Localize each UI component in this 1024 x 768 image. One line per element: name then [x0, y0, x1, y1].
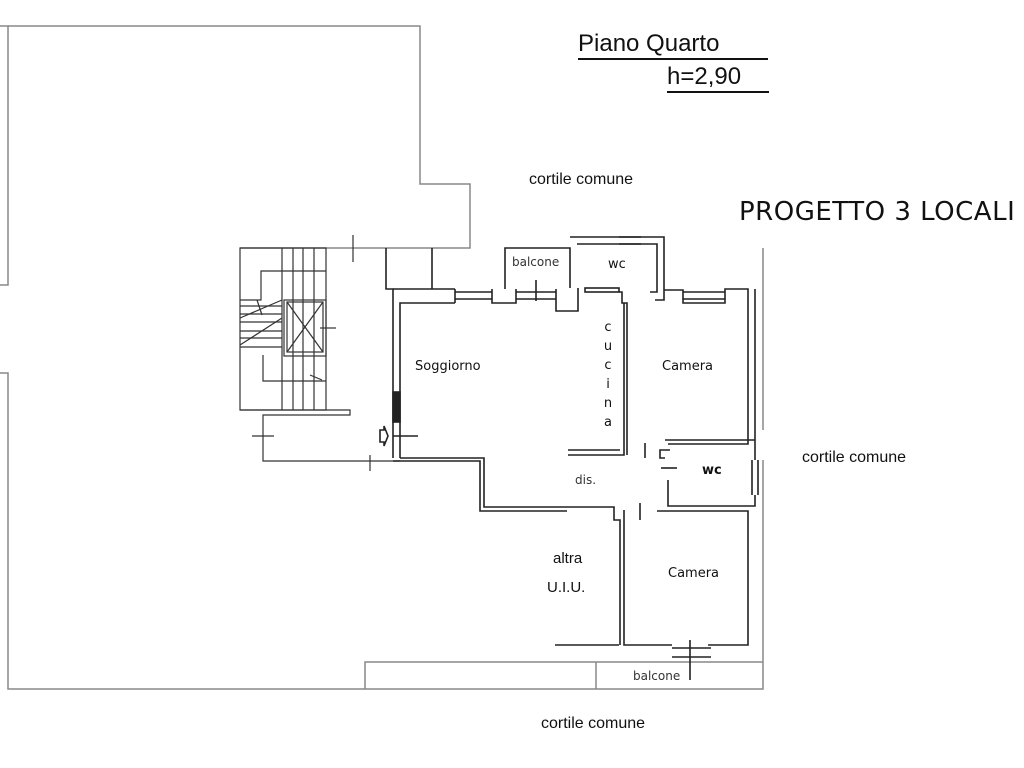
room-label-wc-right: wc: [702, 463, 722, 478]
cortile-comune-bottom: cortile comune: [541, 715, 646, 732]
room-label-wc-top: wc: [608, 257, 626, 272]
cucina-letter: a: [604, 415, 612, 430]
room-label-balcone-top: balcone: [512, 255, 560, 269]
room-label-camera-top: Camera: [662, 359, 714, 374]
cucina-letter: n: [603, 396, 613, 411]
apartment-walls: [379, 236, 759, 680]
cucina-letter: c: [604, 358, 612, 373]
label-uiu: U.I.U.: [547, 579, 586, 596]
label-altra: altra: [553, 550, 583, 567]
height-label: h=2,90: [667, 63, 769, 93]
cortile-comune-top: cortile comune: [529, 171, 634, 188]
project-label: PROGETTO 3 LOCALI: [739, 197, 1016, 227]
cucina-letter: u: [603, 339, 613, 354]
cucina-letter: c: [604, 320, 612, 335]
room-label-cucina: c u c i n a: [602, 318, 614, 432]
staircase: [239, 235, 400, 471]
room-label-disimpegno: dis.: [575, 473, 597, 487]
room-label-balcone-bottom: balcone: [633, 669, 681, 683]
room-label-camera-bottom: Camera: [668, 566, 720, 581]
floor-title: Piano Quarto: [578, 30, 768, 60]
building-outline: [0, 25, 764, 690]
room-label-soggiorno: Soggiorno: [415, 359, 481, 374]
cortile-comune-right: cortile comune: [802, 449, 907, 466]
cucina-letter: i: [606, 377, 610, 392]
